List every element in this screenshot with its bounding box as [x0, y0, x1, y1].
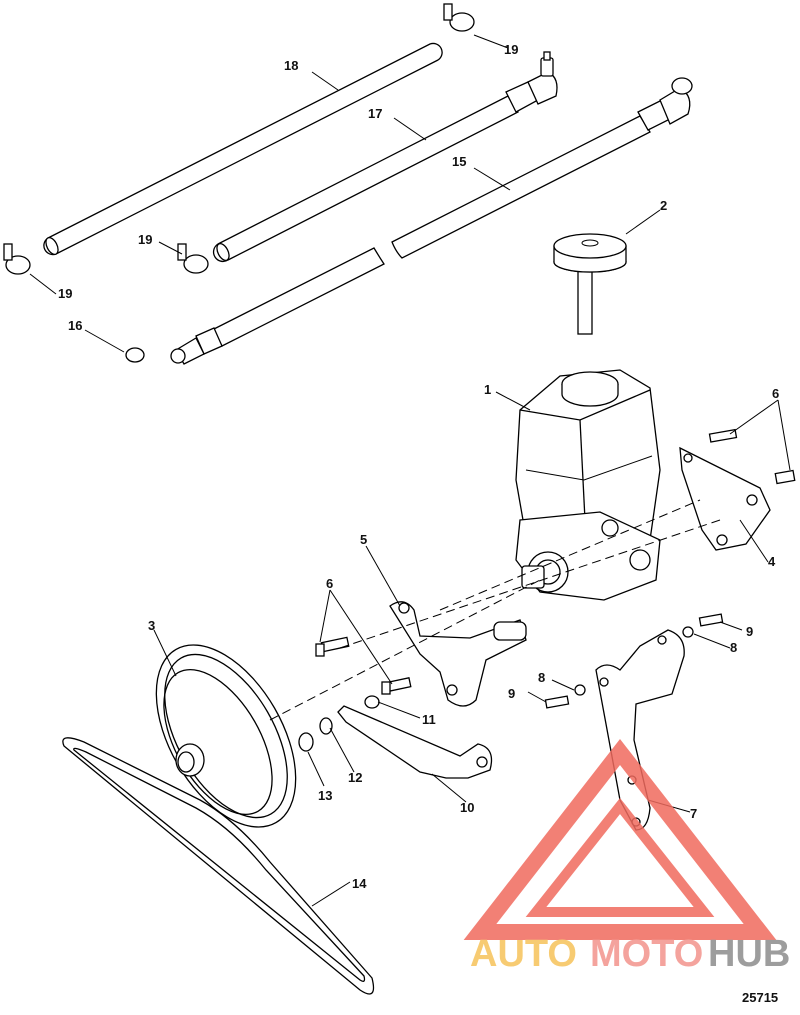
- washer-11: [364, 695, 380, 709]
- nut-13: [298, 732, 314, 752]
- callout-3: 3: [148, 618, 155, 633]
- callout-10: 10: [460, 800, 474, 815]
- callout-5: 5: [360, 532, 367, 547]
- callout-7: 7: [690, 806, 697, 821]
- leader-lines: [29, 34, 791, 907]
- callout-labels: 18 17 15 19 19 19 16 2 1 6 4 5 6 3 11 12…: [58, 42, 779, 891]
- callout-17: 17: [368, 106, 382, 121]
- bolt-6-upper: [708, 428, 796, 485]
- callout-9-left: 9: [508, 686, 515, 701]
- drive-belt-14: [62, 737, 375, 995]
- bolt-6-lower-left: [315, 636, 350, 657]
- mounting-bracket-4: [679, 446, 771, 551]
- bolt-6-lower-middle: [381, 677, 412, 695]
- callout-12: 12: [348, 770, 362, 785]
- hose-clamp-19-middle: [177, 243, 209, 274]
- callout-9-right: 9: [746, 624, 753, 639]
- callout-13: 13: [318, 788, 332, 803]
- callout-11: 11: [422, 712, 436, 727]
- reservoir-cap-2: [553, 233, 627, 335]
- alignment-line-1: [269, 579, 541, 721]
- hose-15: [170, 77, 693, 365]
- figure-id: 25715: [742, 990, 778, 1005]
- hose-clamp-19-top: [443, 3, 475, 32]
- alignment-line-2: [339, 519, 721, 649]
- callout-6-upper: 6: [772, 386, 779, 401]
- bracket-5: [389, 601, 527, 707]
- callout-16: 16: [68, 318, 82, 333]
- bracket-7: [595, 629, 685, 831]
- callout-4: 4: [768, 554, 776, 569]
- callout-14: 14: [352, 876, 367, 891]
- power-steering-pump-1: [515, 369, 661, 601]
- watermark-auto: AUTO: [470, 933, 577, 975]
- bracket-10: [337, 705, 493, 779]
- bolt-9-left: [544, 695, 570, 709]
- callout-1: 1: [484, 382, 491, 397]
- callout-2: 2: [660, 198, 667, 213]
- alignment-line-3: [439, 499, 701, 611]
- hose-17: [212, 51, 558, 263]
- watermark-hub: HUB: [708, 933, 790, 975]
- nut-8-right: [682, 626, 694, 638]
- watermark-logo: AUTO MOTO HUB: [463, 738, 790, 975]
- bolt-9-right: [698, 613, 724, 627]
- callout-8-right: 8: [730, 640, 737, 655]
- callout-8-left: 8: [538, 670, 545, 685]
- callout-18: 18: [284, 58, 298, 73]
- hose-clamp-19-left: [3, 243, 31, 275]
- callout-19-left: 19: [58, 286, 72, 301]
- callout-19-middle: 19: [138, 232, 152, 247]
- o-ring-16: [125, 347, 145, 363]
- callout-6-lower: 6: [326, 576, 333, 591]
- callout-19-top: 19: [504, 42, 518, 57]
- washer-12: [319, 717, 333, 735]
- hose-18: [43, 42, 443, 256]
- callout-15: 15: [452, 154, 466, 169]
- pulley-3: [155, 644, 297, 828]
- nut-8-left: [574, 684, 586, 696]
- watermark-moto: MOTO: [590, 933, 703, 975]
